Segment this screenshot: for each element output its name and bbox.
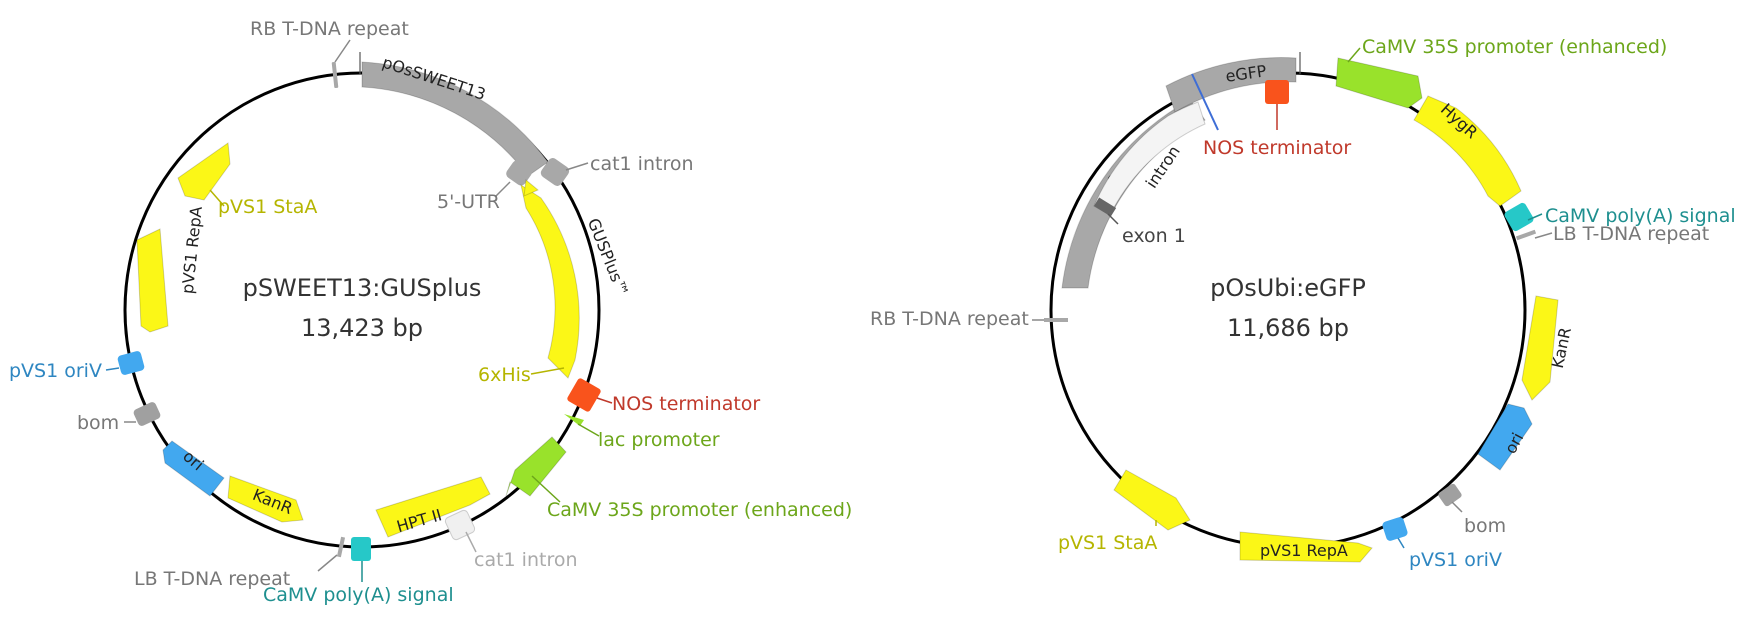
feature-rb-tdna-repeat: RB T-DNA repeat — [250, 18, 409, 89]
feature-egfp-cds: eGFP — [1165, 57, 1297, 131]
feature-kanr-cds: KanR — [227, 475, 304, 523]
svg-text:cat1 intron: cat1 intron — [590, 153, 694, 175]
feature-pvs1-repa-cds: pVS1 RepA — [1239, 531, 1373, 563]
map-title: pOsUbi:eGFP — [1210, 274, 1366, 302]
svg-text:cat1 intron: cat1 intron — [474, 549, 578, 571]
map-size-label: 11,686 bp — [1227, 314, 1349, 342]
feature-pvs1-oriv: pVS1 oriV — [9, 351, 145, 382]
svg-text:LB T-DNA repeat: LB T-DNA repeat — [1553, 223, 1709, 245]
feature-ori: ori — [1477, 403, 1533, 471]
svg-text:CaMV poly(A) signal: CaMV poly(A) signal — [263, 584, 454, 606]
feature-exon-1: exon 1 — [1093, 197, 1186, 247]
svg-text:bom: bom — [77, 412, 119, 434]
feature-rb-tdna-repeat: RB T-DNA repeat — [870, 308, 1068, 330]
feature-lb-tdna-repeat: LB T-DNA repeat — [134, 536, 346, 590]
feature-camv-35s-promoter: CaMV 35S promoter (enhanced) — [505, 436, 852, 521]
svg-text:CaMV 35S promoter (enhanced): CaMV 35S promoter (enhanced) — [1362, 36, 1667, 58]
feature-hygr-cds: HygR — [1413, 95, 1522, 207]
feature-pvs1-oriv: pVS1 oriV — [1382, 517, 1502, 571]
feature-kanr-cds: KanR — [1521, 295, 1575, 401]
feature-bom: bom — [77, 402, 161, 434]
svg-text:bom: bom — [1464, 515, 1506, 537]
feature-pvs1-repa-cds: pVS1 RepA — [136, 205, 206, 333]
svg-text:CaMV 35S promoter (enhanced): CaMV 35S promoter (enhanced) — [547, 499, 852, 521]
svg-text:NOS terminator: NOS terminator — [1203, 137, 1351, 159]
feature-lac-promoter: lac promoter — [564, 414, 720, 451]
feature-camv-35s-promoter: CaMV 35S promoter (enhanced) — [1335, 36, 1667, 109]
feature-ori: ori — [162, 440, 225, 497]
svg-text:CaMV poly(A) signal: CaMV poly(A) signal — [1545, 205, 1736, 227]
feature-5utr: 5'-UTR — [437, 160, 532, 213]
svg-text:lac promoter: lac promoter — [598, 429, 720, 451]
svg-text:pVS1 RepA: pVS1 RepA — [178, 205, 206, 294]
feature-camv-polya-signal: CaMV poly(A) signal — [263, 537, 454, 606]
feature-cat1-intron-bottom: cat1 intron — [444, 509, 578, 571]
feature-hpt-ii-cds: HPT II — [375, 476, 491, 538]
feature-nos-terminator: NOS terminator — [567, 378, 760, 415]
feature-possweet13-promoter: pOsSWEET13 — [361, 53, 549, 177]
feature-bom: bom — [1438, 483, 1506, 537]
svg-text:RB T-DNA repeat: RB T-DNA repeat — [250, 18, 409, 40]
plasmid-map-posubi: pOsUbi:eGFP 11,686 bp OsUbi eGFP intron … — [870, 36, 1736, 571]
svg-text:5'-UTR: 5'-UTR — [437, 191, 500, 213]
feature-cat1-intron-top: cat1 intron — [540, 153, 694, 186]
svg-text:pVS1 StaA: pVS1 StaA — [218, 196, 317, 218]
svg-text:6xHis: 6xHis — [478, 364, 531, 386]
svg-text:exon 1: exon 1 — [1122, 225, 1186, 247]
map-title: pSWEET13:GUSplus — [243, 274, 482, 302]
svg-text:pVS1 oriV: pVS1 oriV — [9, 360, 102, 382]
svg-text:pVS1 StaA: pVS1 StaA — [1058, 532, 1157, 554]
map-size-label: 13,423 bp — [301, 314, 423, 342]
svg-text:pVS1 oriV: pVS1 oriV — [1409, 549, 1502, 571]
feature-pvs1-staa-cds: pVS1 StaA — [177, 142, 317, 218]
plasmid-map-psweet13: pSWEET13:GUSplus 13,423 bp RB T-DNA repe… — [9, 18, 852, 606]
svg-text:GUSPlus™: GUSPlus™ — [584, 215, 633, 299]
svg-text:pVS1 RepA: pVS1 RepA — [1260, 541, 1348, 560]
svg-text:NOS terminator: NOS terminator — [612, 393, 760, 415]
feature-camv-polya-signal: CaMV poly(A) signal — [1504, 202, 1736, 232]
svg-text:RB T-DNA repeat: RB T-DNA repeat — [870, 308, 1029, 330]
feature-pvs1-staa-cds: pVS1 StaA — [1058, 469, 1191, 554]
feature-nos-terminator: NOS terminator — [1203, 80, 1351, 159]
feature-6xhis-tag: 6xHis — [478, 364, 565, 386]
svg-text:LB T-DNA repeat: LB T-DNA repeat — [134, 568, 290, 590]
feature-lb-tdna-repeat: LB T-DNA repeat — [1515, 223, 1709, 245]
